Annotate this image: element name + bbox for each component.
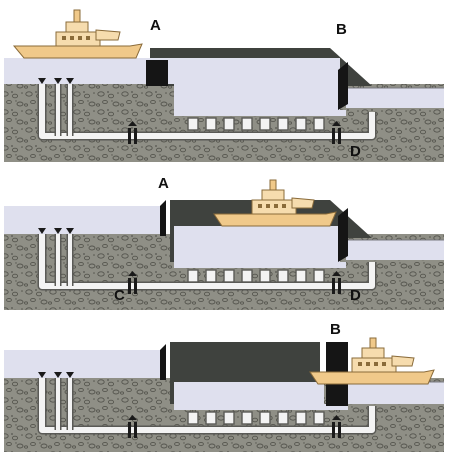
panel-3: B (4, 321, 444, 452)
label-a: A (158, 175, 169, 192)
culvert (39, 84, 375, 139)
label-d: D (350, 143, 361, 160)
valve-d (332, 128, 335, 144)
label-b: B (330, 321, 341, 338)
panel-2: A C D (4, 175, 444, 310)
upstream-water (4, 58, 174, 84)
label-a: A (150, 17, 161, 34)
gate-b (338, 62, 348, 110)
tugboat (309, 337, 435, 385)
gate-a (160, 344, 166, 380)
floor-ports (187, 269, 325, 283)
downstream-water (348, 382, 444, 404)
gate-a (146, 60, 168, 86)
floor-ports (187, 411, 325, 425)
gate-a (160, 200, 166, 236)
valve-d (332, 422, 335, 438)
floor-ports (187, 117, 325, 131)
culvert (39, 378, 375, 433)
label-c: C (114, 287, 125, 304)
label-b: B (336, 21, 347, 38)
upstream-water (4, 206, 162, 234)
tugboat (213, 179, 337, 227)
gate-b (338, 208, 348, 262)
culvert (39, 234, 375, 289)
downstream-water (346, 240, 444, 260)
intakes (38, 228, 74, 234)
valve-c (128, 422, 131, 438)
valve-c (128, 128, 131, 144)
panel-1: A B D (4, 9, 444, 162)
chamber-water (174, 226, 340, 262)
valve-d (332, 278, 335, 294)
intakes (38, 372, 74, 378)
chamber-water (174, 58, 340, 110)
label-d: D (350, 287, 361, 304)
tugboat (12, 9, 143, 59)
intakes (38, 78, 74, 84)
downstream-water (346, 88, 444, 108)
valve-c (128, 278, 131, 294)
chamber-water (174, 382, 324, 404)
upstream-water (4, 350, 162, 378)
